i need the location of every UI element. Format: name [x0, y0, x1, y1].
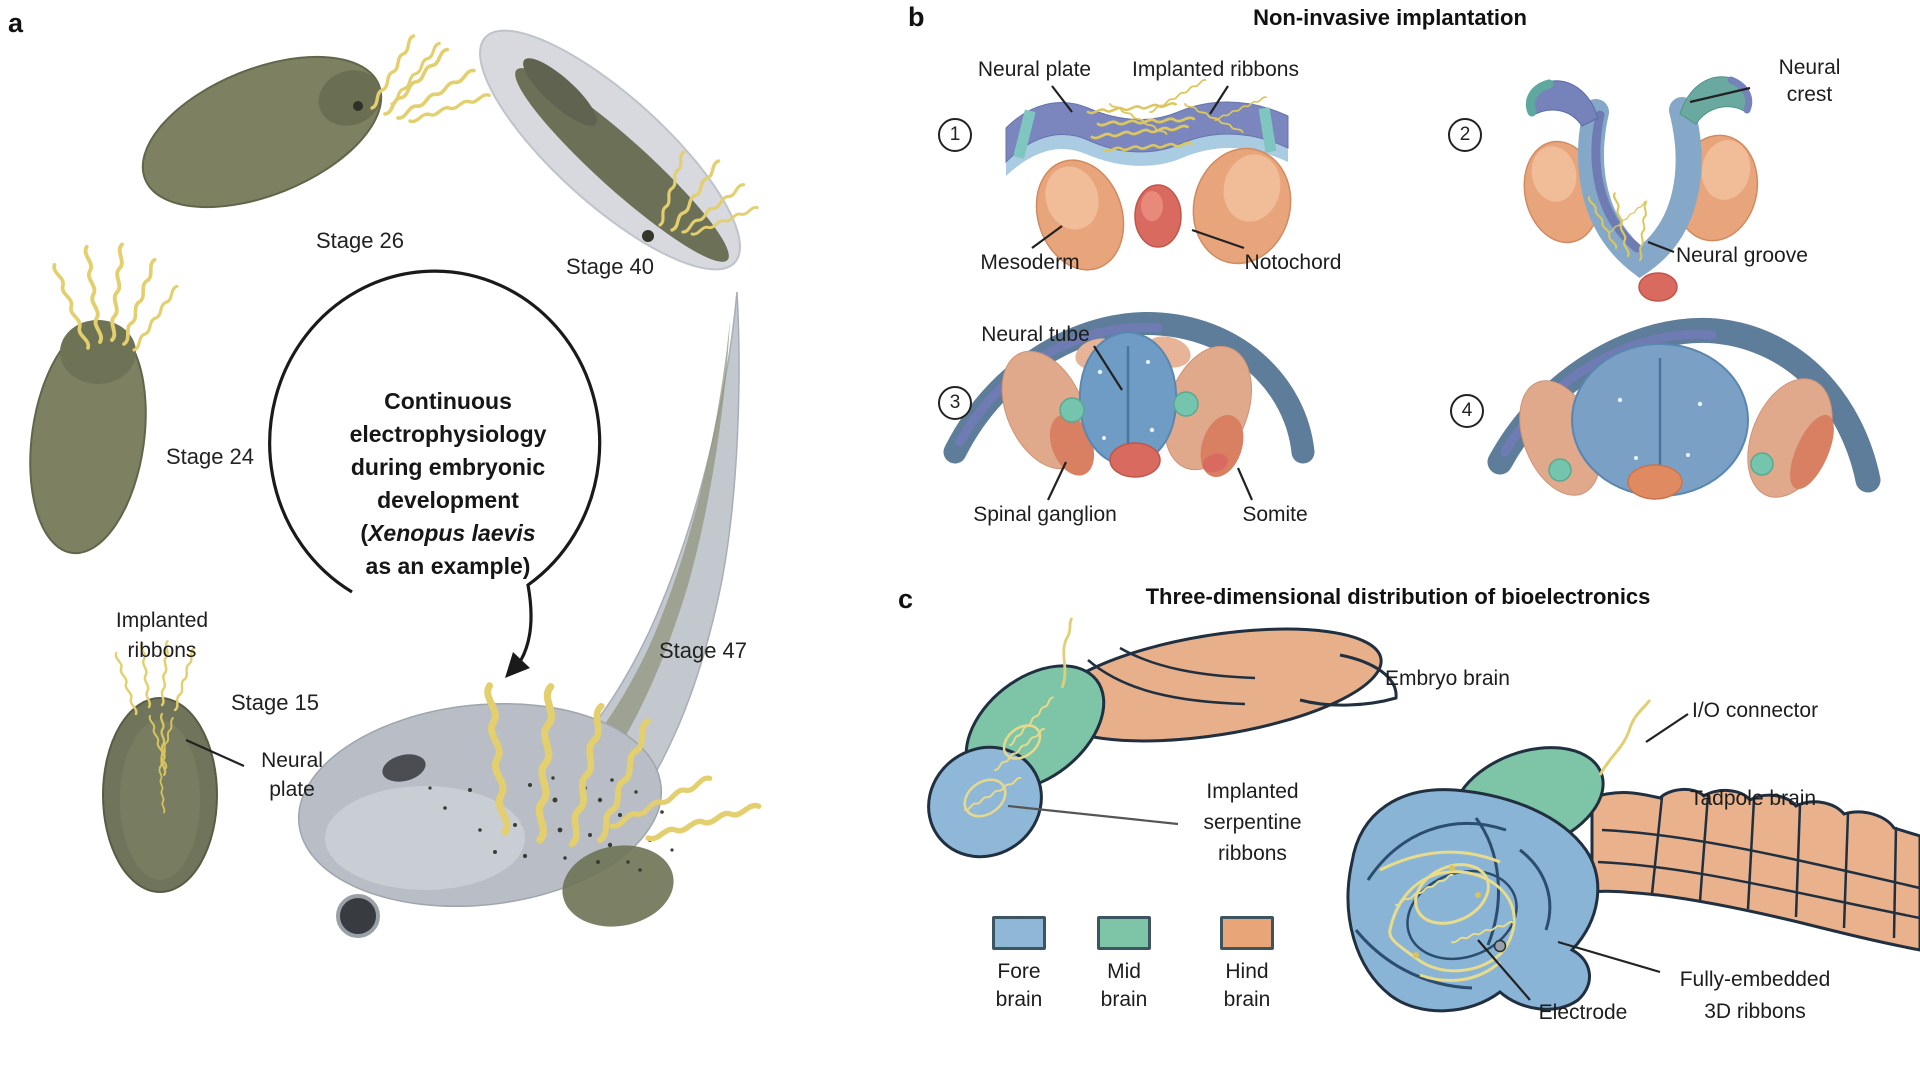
stage15-embryo-illustration — [102, 639, 218, 893]
fully-embedded-line2: 3D ribbons — [1704, 1000, 1806, 1023]
center-line1: Continuous — [384, 388, 512, 414]
legend-swatch-mid-brain — [1097, 916, 1151, 950]
legend-label-mid-brain: Mid brain — [1087, 958, 1161, 1014]
fully-embedded-label: Fully-embedded 3D ribbons — [1645, 964, 1865, 1028]
implanted-serpentine-line2: serpentine — [1203, 811, 1302, 834]
panel-a-letter: a — [8, 8, 24, 38]
stage-40-label: Stage 40 — [565, 254, 655, 279]
embryo-brain-illustration — [927, 617, 1398, 859]
panel-b-letter: b — [908, 2, 925, 32]
stage-47-label: Stage 47 — [658, 638, 748, 663]
neural-plate-a-line1: Neural — [261, 749, 323, 772]
somite-label: Somite — [1242, 503, 1308, 526]
implanted-ribbons-line1: Implanted — [115, 609, 209, 632]
stage-15-label: Stage 15 — [230, 690, 320, 715]
legend-label-hind-brain: Hind brain — [1210, 958, 1284, 1014]
mesoderm-label: Mesoderm — [980, 251, 1080, 274]
cycle-arrow — [268, 269, 602, 678]
legend-hind-line2: brain — [1223, 988, 1271, 1011]
stage40-embryo-illustration — [479, 29, 760, 271]
center-line6: as an example) — [365, 553, 531, 579]
stage47-embryo-illustration — [297, 291, 760, 938]
leader-lines — [185, 85, 1751, 1001]
step-3-badge: 3 — [938, 386, 972, 420]
tadpole-brain-label: Tadpole brain — [1690, 787, 1817, 810]
stage26-embryo-illustration — [141, 33, 492, 209]
step1-illustration — [1005, 78, 1292, 271]
cycle-center-text: Continuous electrophysiology during embr… — [312, 385, 584, 583]
io-connector-label: I/O connector — [1692, 699, 1819, 722]
step-1-number: 1 — [949, 124, 961, 145]
notochord-label: Notochord — [1244, 251, 1342, 274]
step-4-number: 4 — [1461, 400, 1473, 421]
center-line5: (Xenopus laevis — [312, 517, 584, 550]
panel-b-title: Non-invasive implantation — [1253, 5, 1527, 30]
electrode-dot — [1493, 939, 1507, 953]
step2-illustration — [1523, 76, 1759, 302]
step-3-number: 3 — [949, 392, 961, 413]
implanted-serpentine-line1: Implanted — [1206, 780, 1299, 803]
center-line5-species: Xenopus laevis — [368, 520, 536, 546]
implanted-ribbons-label: Implanted ribbons — [82, 606, 242, 666]
tadpole-brain-illustration — [1346, 699, 1920, 1013]
center-line2: electrophysiology — [349, 421, 547, 447]
legend-swatch-hind-brain — [1220, 916, 1274, 950]
stage-26-label: Stage 26 — [315, 228, 405, 253]
legend-mid-line1: Mid — [1107, 960, 1141, 983]
implanted-ribbons-line2: ribbons — [127, 639, 197, 662]
panel-c-letter: c — [898, 584, 914, 614]
legend-fore-line2: brain — [995, 988, 1043, 1011]
implanted-serpentine-label: Implanted serpentine ribbons — [1180, 776, 1325, 869]
center-line5-paren: ( — [360, 520, 369, 546]
spinal-ganglion-label: Spinal ganglion — [973, 503, 1117, 526]
panel-c-title: Three-dimensional distribution of bioele… — [1145, 584, 1651, 609]
step-2-number: 2 — [1459, 124, 1471, 145]
legend-mid-line2: brain — [1100, 988, 1148, 1011]
legend-label-fore-brain: Fore brain — [982, 958, 1056, 1014]
legend-swatch-fore-brain — [992, 916, 1046, 950]
step-2-badge: 2 — [1448, 118, 1482, 152]
neural-plate-b-label: Neural plate — [977, 58, 1092, 81]
embryo-brain-label: Embryo brain — [1385, 667, 1510, 690]
neural-crest-line1: Neural — [1778, 56, 1841, 79]
neural-crest-label: Neural crest — [1752, 54, 1867, 108]
step-1-badge: 1 — [938, 118, 972, 152]
implanted-serpentine-line3: ribbons — [1218, 842, 1287, 865]
stage-24-label: Stage 24 — [165, 444, 255, 469]
legend-hind-line1: Hind — [1225, 960, 1269, 983]
step-4-badge: 4 — [1450, 394, 1484, 428]
fully-embedded-line1: Fully-embedded — [1679, 968, 1831, 991]
center-line3: during embryonic — [350, 454, 546, 480]
center-line4: development — [377, 487, 519, 513]
neural-plate-a-label: Neural plate — [232, 746, 352, 804]
neural-crest-line2: crest — [1786, 83, 1833, 106]
neural-tube-label: Neural tube — [981, 323, 1090, 346]
legend-fore-line1: Fore — [997, 960, 1041, 983]
neural-plate-a-line2: plate — [269, 778, 315, 801]
implanted-ribbons-b-label: Implanted ribbons — [1132, 58, 1299, 81]
neural-groove-label: Neural groove — [1676, 244, 1808, 267]
stage24-embryo-illustration — [29, 242, 180, 555]
step4-illustration — [1487, 317, 1881, 500]
electrode-label: Electrode — [1538, 1001, 1628, 1024]
